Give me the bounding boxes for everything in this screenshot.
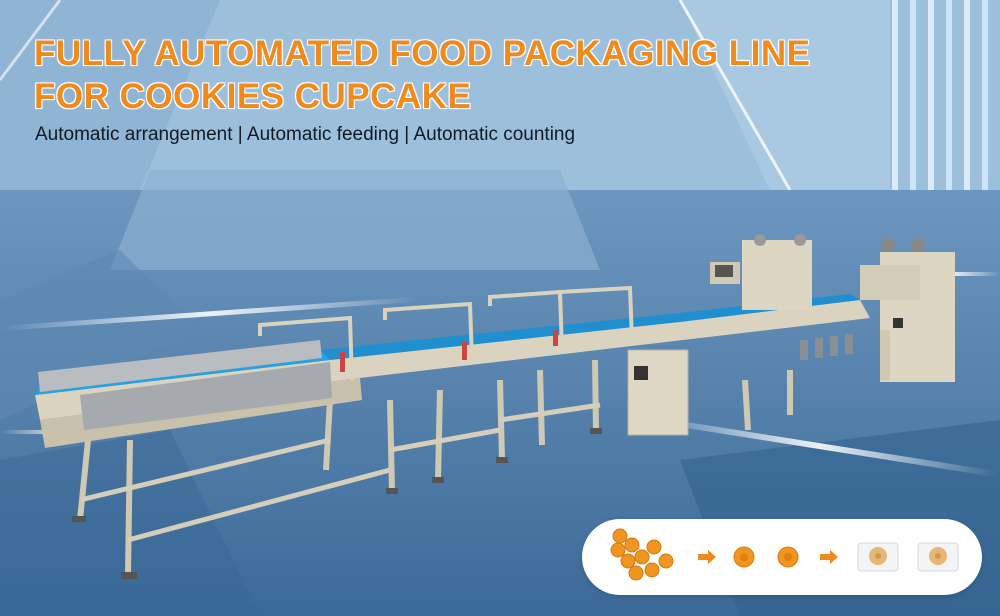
process-flow-graphic xyxy=(610,528,959,581)
wall-panel xyxy=(680,0,890,190)
wrapped-cookie-icon xyxy=(917,542,959,572)
floor-glow xyxy=(0,296,420,331)
cookie-pile-icon xyxy=(610,528,674,581)
light-streak xyxy=(678,0,792,191)
light-bars xyxy=(892,0,988,250)
headline-line-1: FULLY AUTOMATED FOOD PACKAGING LINE xyxy=(34,34,811,73)
single-cookie-icon xyxy=(733,546,755,568)
infeed-tray-edge xyxy=(80,362,332,430)
single-cookie-icon xyxy=(777,546,799,568)
process-flow-panel xyxy=(582,519,982,595)
wrapped-cookie-icon xyxy=(857,542,899,572)
light-streak xyxy=(0,0,62,81)
conveyor-line xyxy=(35,234,955,579)
floor-tile xyxy=(110,170,600,270)
control-cabinet xyxy=(627,349,689,436)
arrow-icon xyxy=(698,550,716,564)
floor-glow xyxy=(641,415,999,478)
headline: FULLY AUTOMATED FOOD PACKAGING LINE FOR … xyxy=(34,32,811,118)
wall-panel xyxy=(0,0,220,190)
infeed-tray xyxy=(38,340,322,392)
headline-line-2: FOR COOKIES CUPCAKE xyxy=(34,77,472,116)
arrow-icon xyxy=(820,550,838,564)
feature-subtitle: Automatic arrangement | Automatic feedin… xyxy=(35,124,576,145)
flow-wrapper-1 xyxy=(742,240,812,310)
